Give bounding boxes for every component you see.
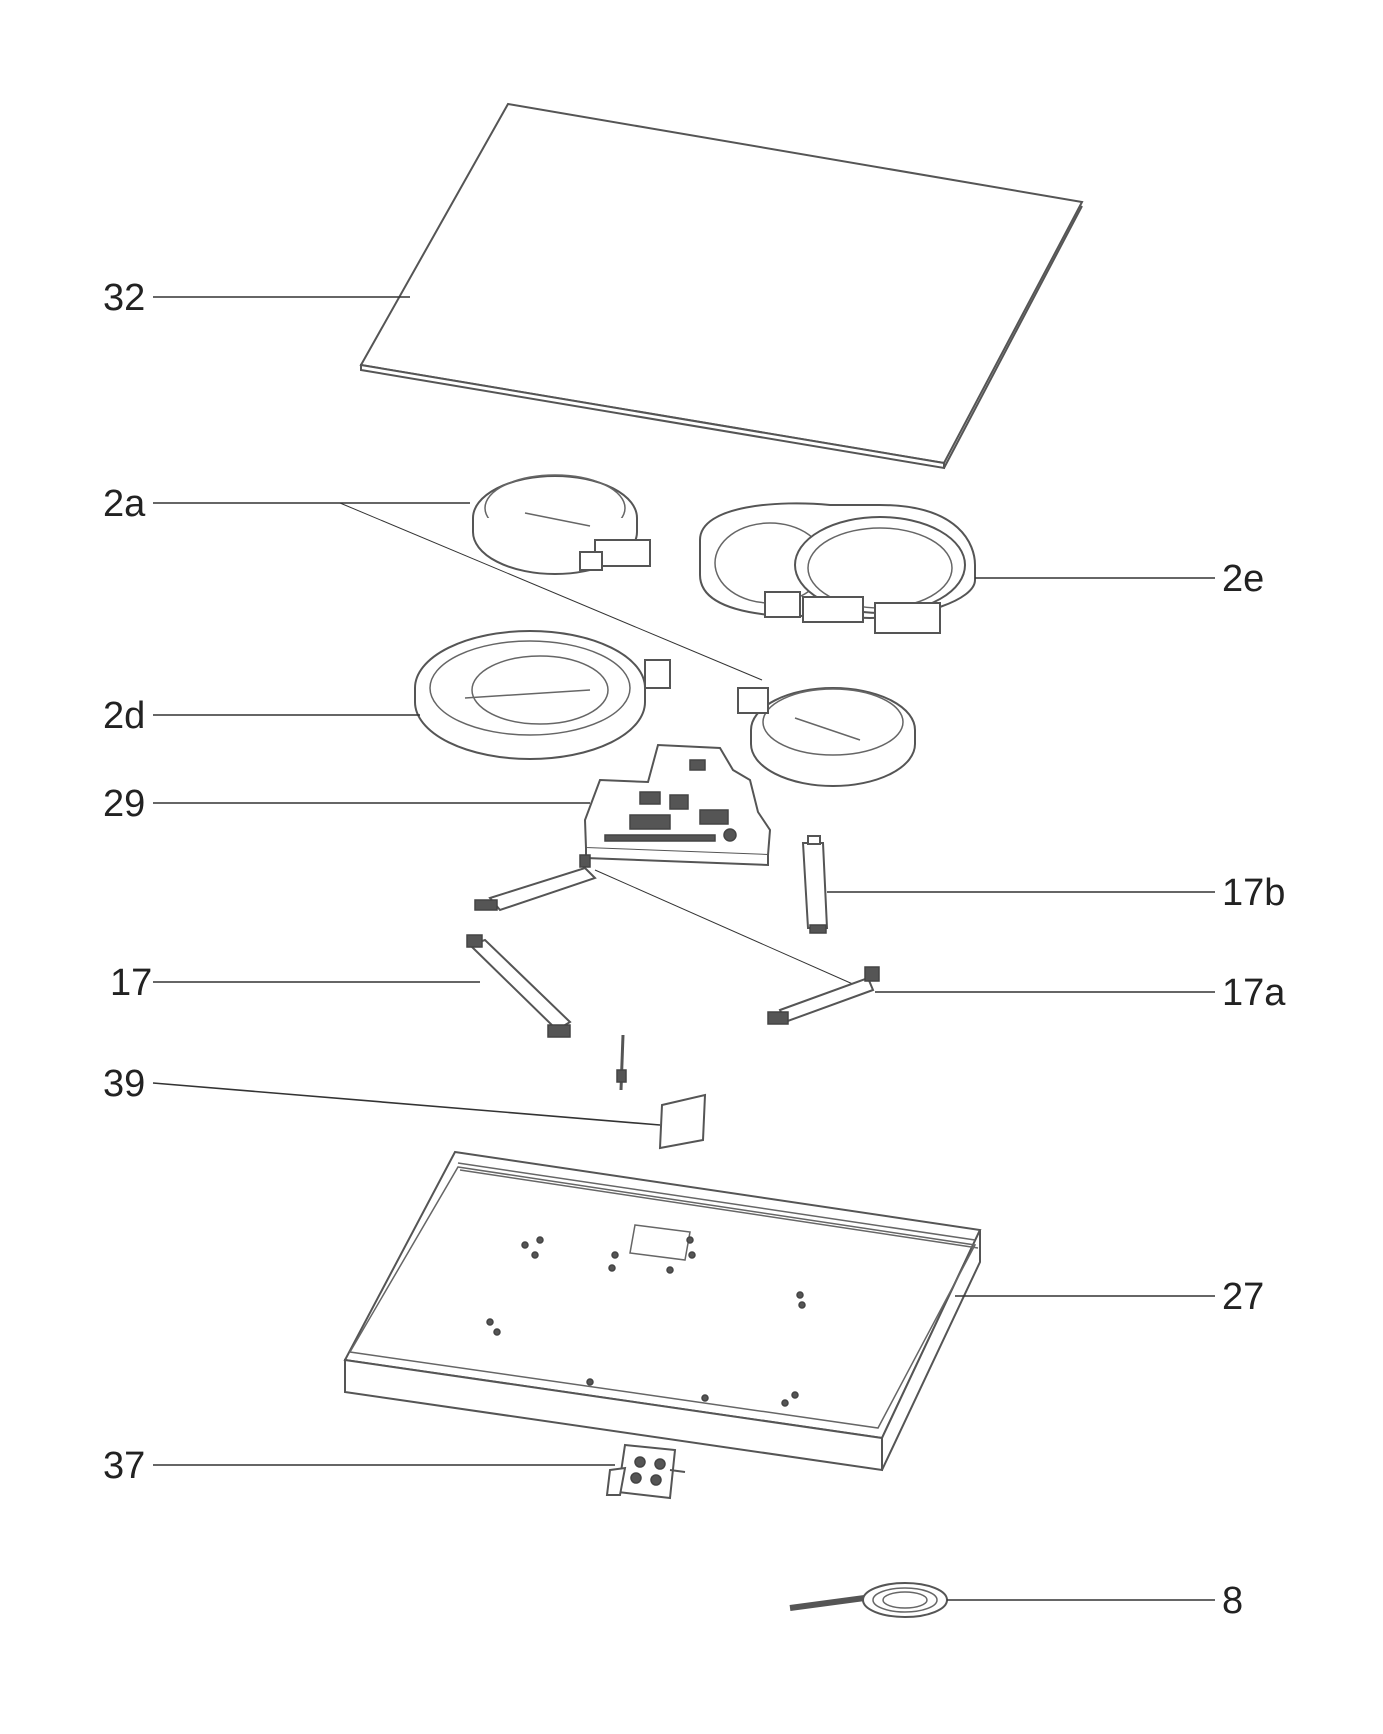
label-39: 39 <box>103 1063 145 1105</box>
part-17b-bracket <box>801 835 829 934</box>
label-2d: 2d <box>103 695 145 737</box>
label-17: 17 <box>110 962 152 1004</box>
label-32: 32 <box>103 277 145 319</box>
part-32-glass-top <box>359 102 1084 470</box>
label-17a: 17a <box>1222 972 1286 1014</box>
label-37: 37 <box>103 1445 145 1487</box>
leader-17a-secondary <box>594 869 856 986</box>
label-17b: 17b <box>1222 872 1285 914</box>
part-29-control-board <box>583 743 772 867</box>
part-8-seal-tape <box>789 1582 948 1618</box>
part-37-terminal-block <box>605 1443 686 1500</box>
label-2e: 2e <box>1222 558 1264 600</box>
part-27-bottom-tray <box>343 1150 982 1472</box>
part-2a-heating-element-upper <box>472 474 651 575</box>
part-2a-heating-element-lower <box>737 687 916 787</box>
label-29: 29 <box>103 783 145 825</box>
leader-39 <box>152 1082 661 1126</box>
part-39-sensor <box>616 1034 707 1150</box>
leader-2a-secondary <box>339 502 763 681</box>
part-17a-bracket-upper <box>474 854 597 912</box>
label-27: 27 <box>1222 1276 1264 1318</box>
label-2a: 2a <box>103 483 146 525</box>
part-2d-double-ring-element <box>414 630 671 760</box>
part-17-bracket <box>466 934 572 1038</box>
part-2e-dual-heating-element <box>699 502 977 634</box>
label-8: 8 <box>1222 1580 1243 1622</box>
part-17a-bracket-right <box>767 966 880 1025</box>
